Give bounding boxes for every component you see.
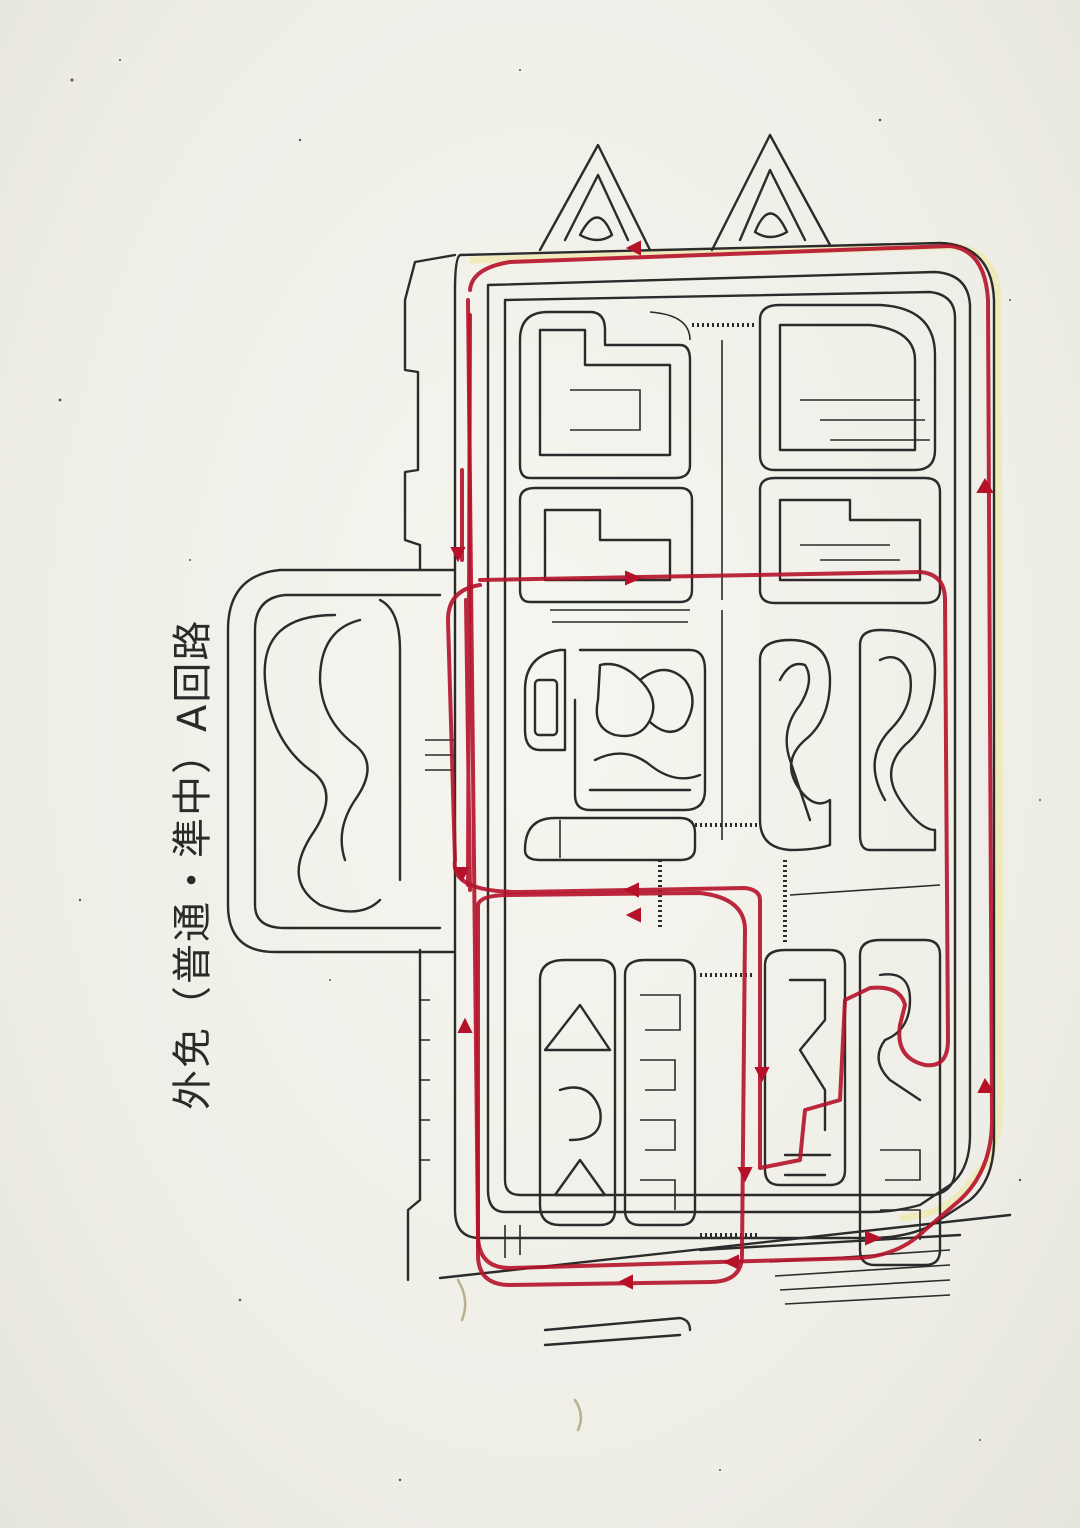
top-triangle-loops — [538, 133, 832, 252]
red-arrow-icon — [450, 240, 995, 1290]
left-curve-loop — [226, 568, 457, 954]
lower-right-crank-block — [763, 938, 942, 1267]
upper-right-crank-block — [758, 303, 942, 605]
pencil-scribble — [456, 1278, 583, 1432]
lower-left-triangle-block — [538, 958, 697, 1227]
paper-specks — [58, 59, 1041, 1482]
upper-left-crank-block — [518, 310, 694, 604]
highlighter-mark — [469, 242, 1004, 1222]
crosswalk-hatches — [550, 323, 787, 1237]
route-a-path — [446, 244, 994, 1287]
perimeter-road — [453, 241, 996, 1240]
middle-left-figure-eight-block — [523, 648, 707, 862]
left-boundary — [403, 253, 1012, 1282]
middle-right-s-curve-block — [758, 628, 941, 896]
